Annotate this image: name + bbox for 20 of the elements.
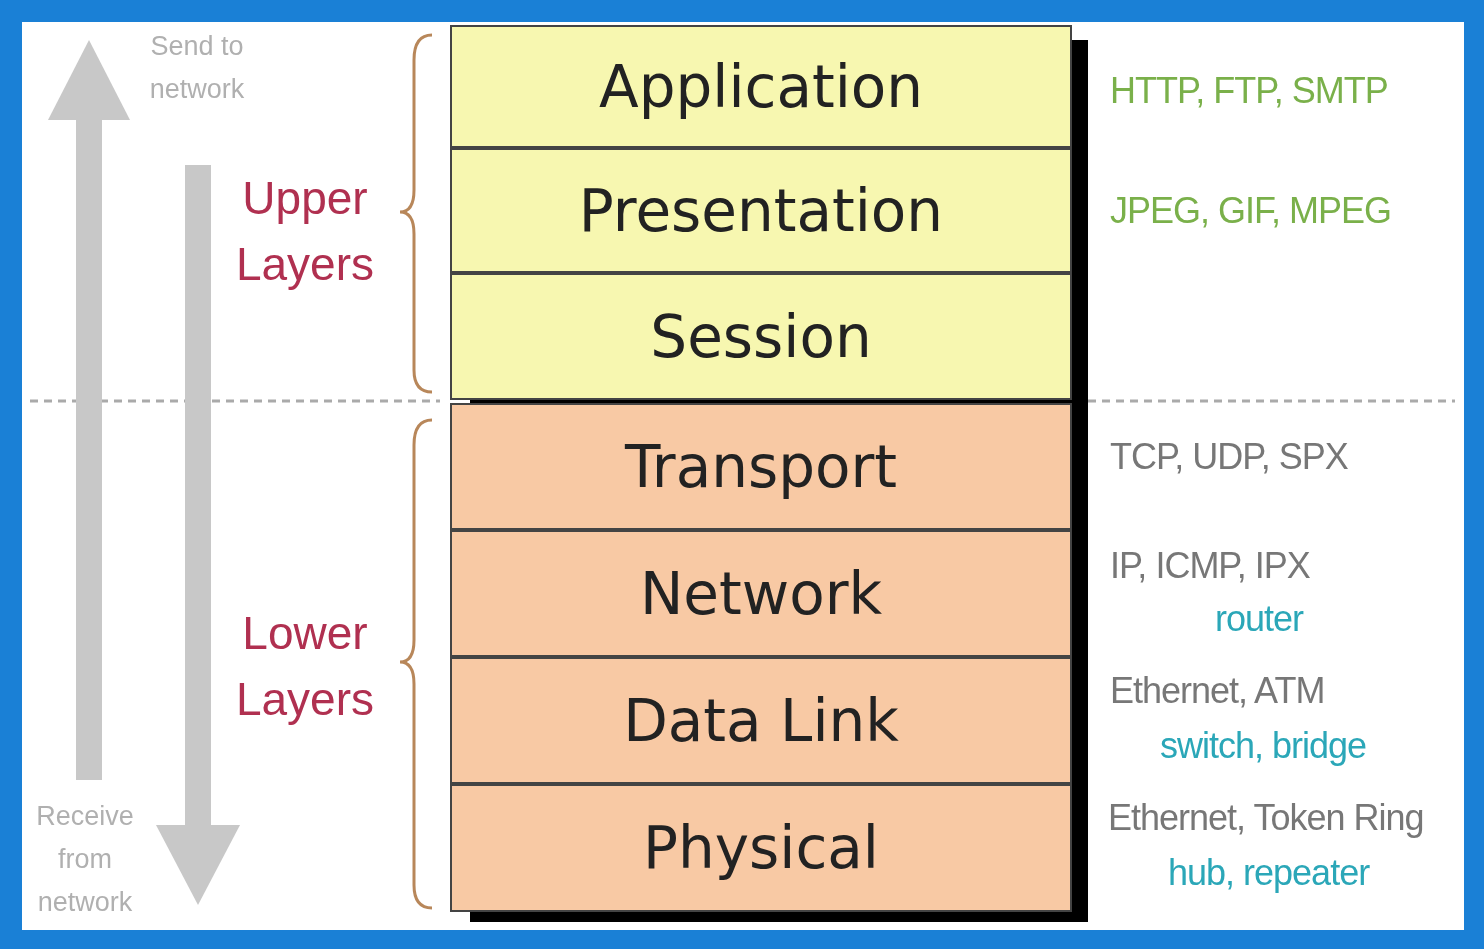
layer-box: Data Link bbox=[450, 657, 1072, 784]
layer-box: Transport bbox=[450, 403, 1072, 530]
protocol-list: Ethernet, Token Ring bbox=[1108, 797, 1424, 839]
group-label: Lower Layers bbox=[234, 606, 376, 727]
device-list: router bbox=[1215, 598, 1304, 640]
layer-box: Session bbox=[450, 273, 1072, 400]
arrow-caption: Receive from network bbox=[35, 800, 135, 919]
layer-box: Network bbox=[450, 530, 1072, 657]
protocol-list: Ethernet, ATM bbox=[1110, 670, 1325, 712]
protocol-list: JPEG, GIF, MPEG bbox=[1110, 190, 1392, 232]
layer-box: Application bbox=[450, 25, 1072, 148]
device-list: switch, bridge bbox=[1160, 725, 1367, 767]
group-label: Upper Layers bbox=[234, 171, 376, 292]
layer-box: Presentation bbox=[450, 148, 1072, 273]
protocol-list: HTTP, FTP, SMTP bbox=[1110, 70, 1388, 112]
arrow-caption: Send to network bbox=[148, 30, 246, 106]
layer-box: Physical bbox=[450, 784, 1072, 912]
device-list: hub, repeater bbox=[1168, 852, 1370, 894]
protocol-list: TCP, UDP, SPX bbox=[1110, 436, 1348, 478]
protocol-list: IP, ICMP, IPX bbox=[1110, 545, 1310, 587]
